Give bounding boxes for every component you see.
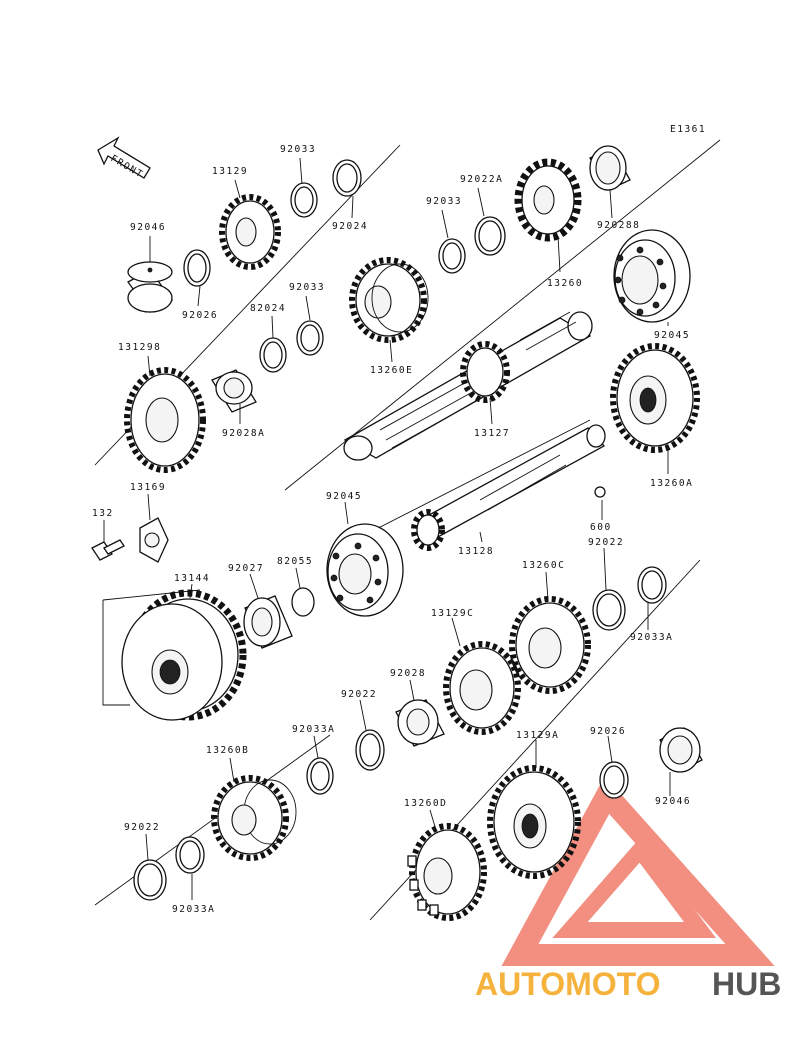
part-label-13144: 13144 (174, 573, 210, 584)
part-label-13129: 13129 (212, 166, 248, 177)
gear-131298 (124, 367, 206, 473)
gear-13260A (610, 343, 700, 453)
part-label-92026: 92026 (590, 726, 626, 737)
ring-92033-top (290, 182, 318, 218)
part-label-92045: 92045 (326, 491, 362, 502)
part-label-82055: 82055 (277, 556, 313, 567)
gear-13129C (443, 641, 521, 735)
part-label-13260B: 13260B (206, 745, 249, 756)
part-label-13169: 13169 (130, 482, 166, 493)
watermark-logo (501, 776, 775, 966)
gear-13129A (487, 765, 581, 879)
part-label-92028: 92028 (390, 668, 426, 679)
part-label-13260A: 13260A (650, 478, 693, 489)
part-label-13129C: 13129C (431, 608, 474, 619)
diagram-code: E1361 (670, 124, 706, 135)
part-label-92022: 92022 (124, 822, 160, 833)
gear-13260 (514, 158, 582, 242)
part-label-13260D: 13260D (404, 798, 447, 809)
gear-13127-integral (460, 341, 510, 403)
collar-92027 (243, 595, 293, 649)
part-label-92022: 92022 (588, 537, 624, 548)
ring-92033-right (438, 238, 466, 274)
leader-lines (103, 157, 671, 900)
ring-92024-top (332, 159, 362, 197)
part-label-920288: 920288 (597, 220, 640, 231)
axis-line-3 (344, 419, 591, 546)
watermark-brand-part1: AUTOMOTO (475, 966, 660, 1002)
part-label-92026: 92026 (182, 310, 218, 321)
bushing-92028A (211, 369, 257, 413)
part-label-92033A: 92033A (630, 632, 673, 643)
part-label-92022A: 92022A (460, 174, 503, 185)
part-label-92046: 92046 (655, 796, 691, 807)
ring-92033-mid (296, 320, 324, 356)
bushing-92028 (395, 699, 445, 747)
part-label-132: 132 (92, 508, 114, 519)
gear-13260E (349, 257, 429, 343)
axis-line-4 (94, 734, 331, 906)
part-label-13127: 13127 (474, 428, 510, 439)
bearing-920288 (589, 145, 631, 191)
gear-13129 (219, 194, 281, 270)
plate-13169 (139, 517, 169, 563)
ring-92033A-mid (306, 757, 334, 795)
part-label-92045: 92045 (654, 330, 690, 341)
front-arrow-icon: FRONT (97, 136, 151, 181)
shaft-13128 (411, 424, 606, 551)
part-label-92024: 92024 (332, 221, 368, 232)
washer-92026-bottom (599, 761, 629, 799)
bolt-132 (91, 539, 125, 561)
part-label-13260C: 13260C (522, 560, 565, 571)
ring-82055 (291, 587, 315, 617)
bearing-92045-top (613, 229, 691, 323)
part-label-92046: 92046 (130, 222, 166, 233)
sprocket-13144 (102, 589, 247, 721)
axis-line-2 (284, 139, 721, 491)
part-label-92028A: 92028A (222, 428, 265, 439)
ring-92022-bottom (133, 859, 167, 901)
part-label-92027: 92027 (228, 563, 264, 574)
washer-92026-top (183, 249, 211, 287)
part-label-92033A: 92033A (292, 724, 335, 735)
part-label-92022: 92022 (341, 689, 377, 700)
logo-triangle (501, 776, 775, 966)
part-labels: E1361 92033 13129 92024 92022A 92033 920… (92, 124, 706, 915)
bearing-92046-bottom (659, 727, 703, 773)
ring-92022-right (592, 589, 626, 631)
part-label-13260: 13260 (547, 278, 583, 289)
ring-82024 (259, 337, 287, 373)
logo-inner-triangle (552, 837, 716, 938)
bearing-92046-top (127, 261, 173, 313)
ring-92022-mid (355, 729, 385, 771)
part-label-600: 600 (590, 522, 612, 533)
watermark-brand-part2: HUB (712, 966, 781, 1002)
ring-92022A (474, 216, 506, 256)
part-label-13260E: 13260E (370, 365, 413, 376)
gear-13260C (509, 596, 591, 694)
part-label-131298: 131298 (118, 342, 161, 353)
gear-13260D (407, 823, 487, 921)
ring-92033A-right (637, 566, 667, 604)
part-label-92033A: 92033A (172, 904, 215, 915)
part-label-92033: 92033 (280, 144, 316, 155)
part-label-92033: 92033 (426, 196, 462, 207)
part-label-82024: 82024 (250, 303, 286, 314)
part-label-92033: 92033 (289, 282, 325, 293)
gear-13260B (211, 775, 297, 861)
ring-92033A-bottom (175, 836, 205, 874)
part-label-13129A: 13129A (516, 730, 559, 741)
bearing-92045-mid (326, 523, 404, 617)
part-label-13128: 13128 (458, 546, 494, 557)
ball-600 (594, 486, 606, 498)
